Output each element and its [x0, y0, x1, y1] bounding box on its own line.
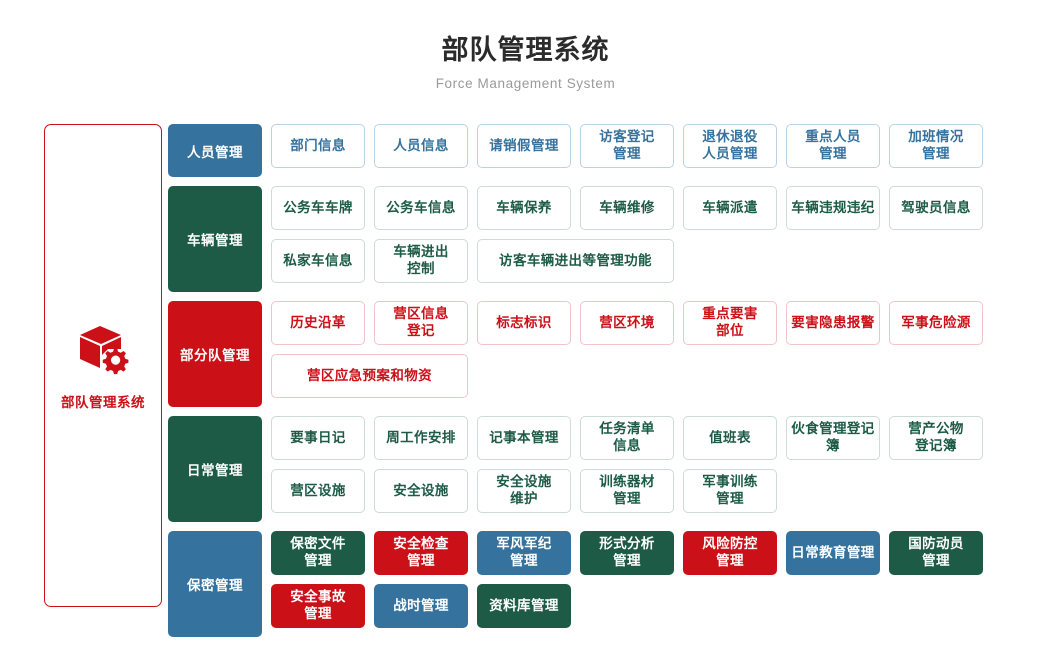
category-row: 部分队管理历史沿革营区信息 登记标志标识营区环境重点要害 部位要害隐患报警军事危… [168, 301, 1041, 407]
category-row: 保密管理保密文件 管理安全检查 管理军风军纪 管理形式分析 管理风险防控 管理日… [168, 531, 1041, 637]
module-button[interactable]: 要害隐患报警 [786, 301, 880, 345]
page-header: 部队管理系统 Force Management System [0, 0, 1051, 91]
sidebar-wrapper: 部队管理系统 [0, 124, 168, 607]
category-label-4[interactable]: 日常管理 [168, 416, 262, 522]
module-board: 部队管理系统 人员管理部门信息人员信息请销假管理访客登记 管理退休退役 人员管理… [0, 124, 1051, 646]
module-button[interactable]: 任务清单 信息 [580, 416, 674, 460]
module-button[interactable]: 伙食管理登记簿 [786, 416, 880, 460]
module-button[interactable]: 重点要害 部位 [683, 301, 777, 345]
module-button[interactable]: 营区环境 [580, 301, 674, 345]
category-items: 公务车车牌公务车信息车辆保养车辆维修车辆派遣车辆违规违纪驾驶员信息私家车信息车辆… [271, 186, 1041, 292]
module-button[interactable]: 国防动员 管理 [889, 531, 983, 575]
module-button[interactable]: 私家车信息 [271, 239, 365, 283]
module-button[interactable]: 要事日记 [271, 416, 365, 460]
module-button[interactable]: 日常教育管理 [786, 531, 880, 575]
sidebar-system-card[interactable]: 部队管理系统 [44, 124, 162, 607]
module-button[interactable]: 军事危险源 [889, 301, 983, 345]
module-button[interactable]: 营产公物 登记簿 [889, 416, 983, 460]
page-title: 部队管理系统 [441, 35, 610, 65]
category-row: 人员管理部门信息人员信息请销假管理访客登记 管理退休退役 人员管理重点人员 管理… [168, 124, 1041, 177]
module-button[interactable]: 营区设施 [271, 469, 365, 513]
category-label-1[interactable]: 人员管理 [168, 124, 262, 177]
module-button[interactable]: 军事训练 管理 [683, 469, 777, 513]
module-button[interactable]: 访客车辆进出等管理功能 [477, 239, 674, 283]
category-row: 车辆管理公务车车牌公务车信息车辆保养车辆维修车辆派遣车辆违规违纪驾驶员信息私家车… [168, 186, 1041, 292]
module-button[interactable]: 访客登记 管理 [580, 124, 674, 168]
module-button[interactable]: 营区信息 登记 [374, 301, 468, 345]
module-button[interactable]: 人员信息 [374, 124, 468, 168]
module-button[interactable]: 驾驶员信息 [889, 186, 983, 230]
module-button[interactable]: 公务车信息 [374, 186, 468, 230]
sidebar-label: 部队管理系统 [61, 394, 145, 410]
module-button[interactable]: 车辆派遣 [683, 186, 777, 230]
module-button[interactable]: 车辆进出 控制 [374, 239, 468, 283]
module-button[interactable]: 训练器材 管理 [580, 469, 674, 513]
category-grid: 人员管理部门信息人员信息请销假管理访客登记 管理退休退役 人员管理重点人员 管理… [168, 124, 1051, 646]
page-subtitle: Force Management System [435, 76, 616, 92]
module-button[interactable]: 重点人员 管理 [786, 124, 880, 168]
module-button[interactable]: 资料库管理 [477, 584, 571, 628]
module-button[interactable]: 安全设施 维护 [477, 469, 571, 513]
module-button[interactable]: 安全设施 [374, 469, 468, 513]
module-button[interactable]: 部门信息 [271, 124, 365, 168]
module-button[interactable]: 退休退役 人员管理 [683, 124, 777, 168]
module-button[interactable]: 记事本管理 [477, 416, 571, 460]
category-items: 部门信息人员信息请销假管理访客登记 管理退休退役 人员管理重点人员 管理加班情况… [271, 124, 1041, 177]
category-items: 保密文件 管理安全检查 管理军风军纪 管理形式分析 管理风险防控 管理日常教育管… [271, 531, 1041, 637]
category-label-2[interactable]: 车辆管理 [168, 186, 262, 292]
category-label-5[interactable]: 保密管理 [168, 531, 262, 637]
category-label-3[interactable]: 部分队管理 [168, 301, 262, 407]
module-button[interactable]: 车辆维修 [580, 186, 674, 230]
category-row: 日常管理要事日记周工作安排记事本管理任务清单 信息值班表伙食管理登记簿营产公物 … [168, 416, 1041, 522]
module-button[interactable]: 值班表 [683, 416, 777, 460]
module-button[interactable]: 车辆保养 [477, 186, 571, 230]
module-button[interactable]: 安全事故 管理 [271, 584, 365, 628]
module-button[interactable]: 安全检查 管理 [374, 531, 468, 575]
module-button[interactable]: 公务车车牌 [271, 186, 365, 230]
module-button[interactable]: 加班情况 管理 [889, 124, 983, 168]
module-button[interactable]: 战时管理 [374, 584, 468, 628]
module-button[interactable]: 保密文件 管理 [271, 531, 365, 575]
cube-gear-icon [74, 321, 132, 377]
module-button[interactable]: 营区应急预案和物资 [271, 354, 468, 398]
module-button[interactable]: 请销假管理 [477, 124, 571, 168]
module-button[interactable]: 风险防控 管理 [683, 531, 777, 575]
category-items: 要事日记周工作安排记事本管理任务清单 信息值班表伙食管理登记簿营产公物 登记簿营… [271, 416, 1041, 522]
module-button[interactable]: 军风军纪 管理 [477, 531, 571, 575]
module-button[interactable]: 周工作安排 [374, 416, 468, 460]
module-button[interactable]: 历史沿革 [271, 301, 365, 345]
module-button[interactable]: 标志标识 [477, 301, 571, 345]
module-button[interactable]: 形式分析 管理 [580, 531, 674, 575]
category-items: 历史沿革营区信息 登记标志标识营区环境重点要害 部位要害隐患报警军事危险源营区应… [271, 301, 1041, 407]
module-button[interactable]: 车辆违规违纪 [786, 186, 880, 230]
